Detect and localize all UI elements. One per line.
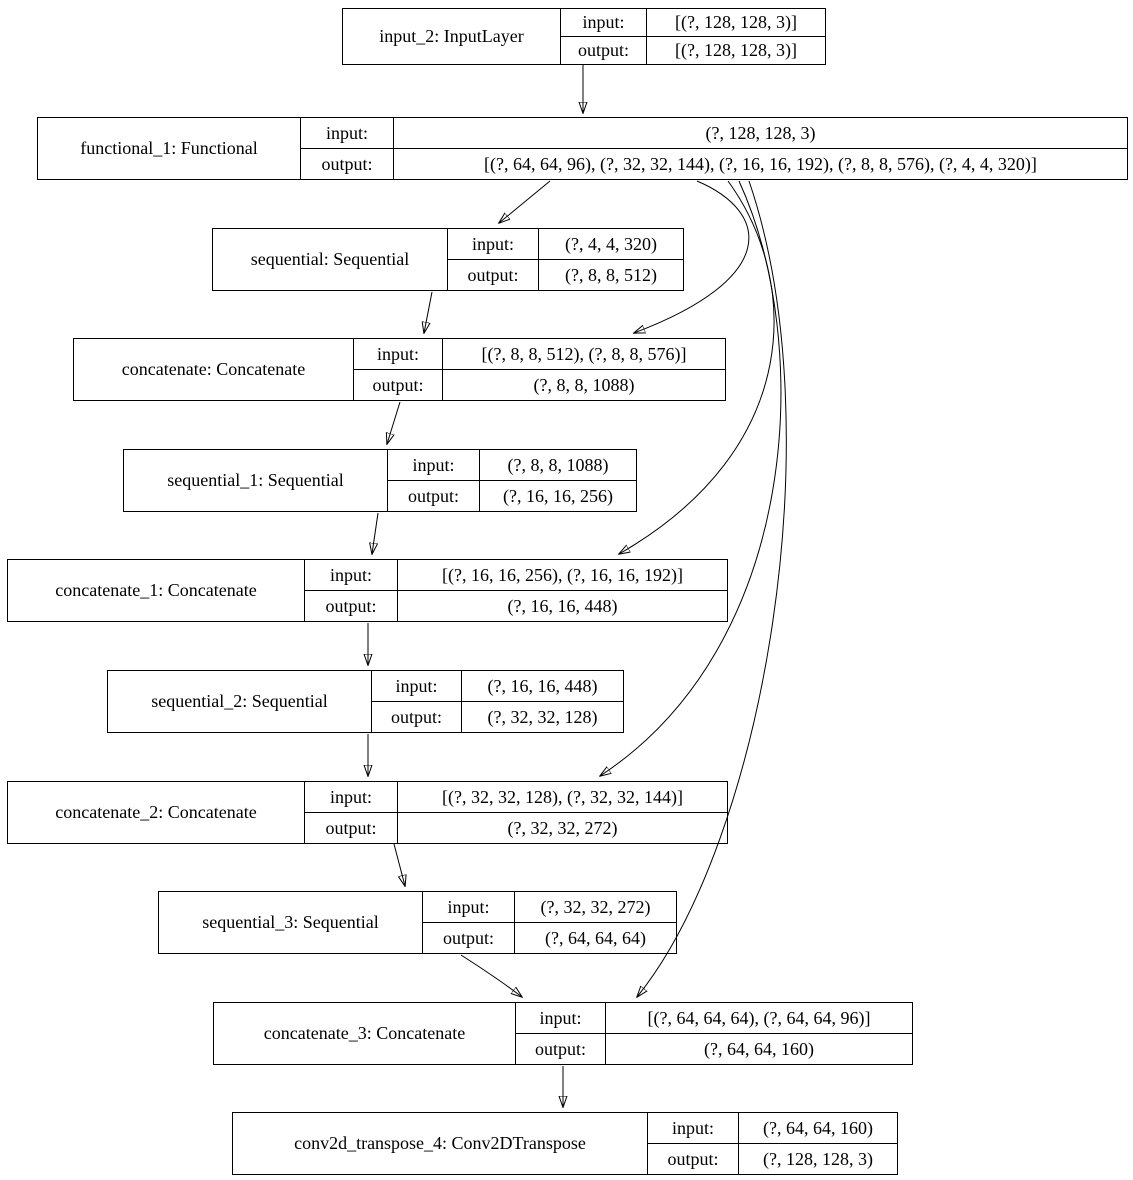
output-row-label: output: [372,702,462,732]
input-row-label: input: [305,782,398,812]
edge-sequential_3-to-concatenate_3 [460,954,522,997]
node-sequential_1: sequential_1: Sequential input: (?, 8, 8… [123,449,637,512]
node-input_2-label: input_2: InputLayer [343,9,561,64]
input-row-label: input: [372,671,462,701]
output-row-label: output: [423,923,515,953]
node-sequential_3-label: sequential_3: Sequential [159,892,423,953]
output-row-label: output: [648,1144,739,1174]
node-sequential-output-shape: (?, 8, 8, 512) [565,264,657,285]
output-row-label: output: [561,37,647,64]
output-row-label: output: [448,260,539,290]
input-row-label: input: [388,450,480,480]
node-sequential_1-input-shape: (?, 8, 8, 1088) [507,454,609,475]
node-sequential_2-output-shape: (?, 32, 32, 128) [487,706,598,727]
output-row-label: output: [305,591,398,621]
node-functional_1: functional_1: Functional input: (?, 128,… [37,117,1128,180]
edge-concatenate-to-sequential_1 [387,401,401,444]
output-row-label: output: [354,370,443,400]
node-sequential: sequential: Sequential input: (?, 4, 4, … [212,228,684,291]
node-concatenate_2: concatenate_2: Concatenate input: [(?, 3… [7,781,728,844]
node-concatenate_2-label: concatenate_2: Concatenate [8,782,305,843]
edge-sequential_1-to-concatenate_1 [372,512,379,554]
output-row-label: output: [301,149,394,179]
node-conv2d_transpose_4: conv2d_transpose_4: Conv2DTranspose inpu… [232,1112,898,1175]
node-functional_1-label: functional_1: Functional [38,118,301,179]
node-concatenate: concatenate: Concatenate input: [(?, 8, … [73,338,726,401]
input-row-label: input: [301,118,394,148]
node-concatenate-input-shape: [(?, 8, 8, 512), (?, 8, 8, 576)] [481,343,687,364]
node-concatenate-label: concatenate: Concatenate [74,339,354,400]
node-concatenate-output-shape: (?, 8, 8, 1088) [533,374,635,395]
input-row-label: input: [448,229,539,259]
node-concatenate_3-output-shape: (?, 64, 64, 160) [704,1038,814,1059]
node-conv2d_transpose_4-label: conv2d_transpose_4: Conv2DTranspose [233,1113,648,1174]
output-row-label: output: [516,1034,606,1064]
node-concatenate_3: concatenate_3: Concatenate input: [(?, 6… [213,1002,913,1065]
node-sequential-label: sequential: Sequential [213,229,448,290]
node-sequential_1-output-shape: (?, 16, 16, 256) [503,485,613,506]
node-functional_1-input-shape: (?, 128, 128, 3) [705,122,816,143]
node-sequential-input-shape: (?, 4, 4, 320) [565,233,657,254]
edge-functional_1-to-sequential [499,180,551,223]
input-row-label: input: [354,339,443,369]
node-functional_1-output-shape: [(?, 64, 64, 96), (?, 32, 32, 144), (?, … [484,153,1037,174]
node-concatenate_1-output-shape: (?, 16, 16, 448) [507,595,618,616]
node-sequential_2-input-shape: (?, 16, 16, 448) [487,675,598,696]
edge-concatenate_2-to-sequential_3 [393,843,405,886]
node-sequential_3: sequential_3: Sequential input: (?, 32, … [158,891,677,954]
node-concatenate_1: concatenate_1: Concatenate input: [(?, 1… [7,559,728,622]
input-row-label: input: [561,9,647,36]
node-concatenate_2-output-shape: (?, 32, 32, 272) [507,817,618,838]
node-input_2-input-shape: [(?, 128, 128, 3)] [675,12,797,32]
node-concatenate_3-input-shape: [(?, 64, 64, 64), (?, 64, 64, 96)] [647,1007,871,1028]
output-row-label: output: [305,813,398,843]
node-concatenate_1-input-shape: [(?, 16, 16, 256), (?, 16, 16, 192)] [442,564,683,585]
node-sequential_3-output-shape: (?, 64, 64, 64) [545,927,646,948]
node-sequential_2-label: sequential_2: Sequential [108,671,372,732]
edge-sequential-to-concatenate [424,291,433,333]
node-sequential_3-input-shape: (?, 32, 32, 272) [540,896,651,917]
input-row-label: input: [648,1113,739,1143]
node-sequential_2: sequential_2: Sequential input: (?, 16, … [107,670,624,733]
output-row-label: output: [388,481,480,511]
node-input_2-output-shape: [(?, 128, 128, 3)] [675,40,797,60]
node-input_2: input_2: InputLayer input: [(?, 128, 128… [342,8,826,65]
node-sequential_1-label: sequential_1: Sequential [124,450,388,511]
node-conv2d_transpose_4-output-shape: (?, 128, 128, 3) [763,1148,873,1169]
input-row-label: input: [423,892,515,922]
input-row-label: input: [305,560,398,590]
node-concatenate_3-label: concatenate_3: Concatenate [214,1003,516,1064]
node-concatenate_2-input-shape: [(?, 32, 32, 128), (?, 32, 32, 144)] [442,786,683,807]
node-concatenate_1-label: concatenate_1: Concatenate [8,560,305,621]
input-row-label: input: [516,1003,606,1033]
node-conv2d_transpose_4-input-shape: (?, 64, 64, 160) [763,1117,873,1138]
